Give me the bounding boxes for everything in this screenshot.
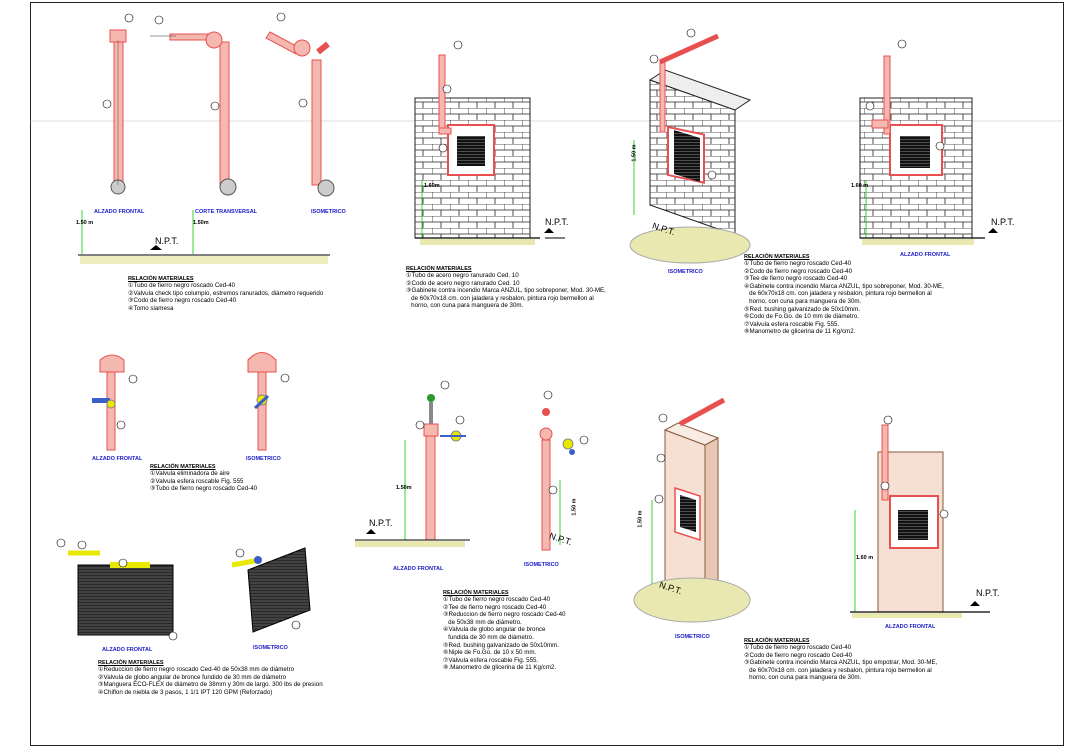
materials-item: ③Reduccion de fierro negro roscado Ced-4… <box>443 611 566 619</box>
materials-title: RELACIÓN MATERIALES <box>128 276 194 282</box>
cabinet-wall-isometric <box>629 33 752 264</box>
materials-item: ②Codo de fierro negro roscado Ced-40 <box>744 651 853 659</box>
materials-item: ①Tubo de fierro negro roscado Ced-40 <box>744 644 852 651</box>
materials-list-7: RELACIÓN MATERIALES ①Tubo de fierro negr… <box>744 638 937 682</box>
materials-item: ④Chiflon de niebla de 3 pasos, 1 1/1 IPT… <box>98 688 273 696</box>
caption-isometrico-4: ISOMETRICO <box>524 562 559 568</box>
caption-isometrico-2: ISOMETRICO <box>668 269 703 275</box>
materials-item: ⑦Valvula esfera roscable Fig. 555. <box>443 656 539 664</box>
materials-title: RELACIÓN MATERIALES <box>406 266 472 272</box>
materials-item: ①Tubo de fierro negro roscado Ced-40 <box>744 260 852 267</box>
cabinet-recessed-elevation <box>850 424 990 618</box>
materials-item: ③Tee de fierro negro roscado Ced-40 <box>744 275 848 283</box>
npt-label-4: N.P.T. <box>991 217 1015 227</box>
materials-item: ⑥Codo de Fo.Go. de 10 mm de diámetro. <box>744 313 859 321</box>
item-bubbles <box>56 12 949 641</box>
dimension-label-1: 1.50 m <box>76 220 94 226</box>
materials-list-5: RELACIÓN MATERIALES ①Tubo de fierro negr… <box>443 590 566 672</box>
caption-alzado-frontal-3: ALZADO FRONTAL <box>92 456 143 462</box>
materials-item: horno, con cuna para manguera de 30m. <box>744 297 862 305</box>
materials-item: ⑧Manometro de glicerina de 11 Kg/cm2. <box>744 328 856 336</box>
materials-item: ⑥Niple de Fo.Go. de 10 x 50 mm. <box>443 649 537 657</box>
materials-item: de 60x70x18 cm. con jaladera y resbalon,… <box>744 666 932 674</box>
materials-item: fundida de 30 mm de diámetro. <box>443 633 534 641</box>
pipe-assembly-top-left <box>78 29 335 264</box>
materials-item: ⑦Valvula esfera roscable Fig. 555. <box>744 320 840 328</box>
materials-item: ①Valvula eliminadora de aire <box>150 470 230 477</box>
caption-isometrico-5: ISOMETRICO <box>675 634 710 640</box>
materials-title: RELACIÓN MATERIALES <box>744 638 810 644</box>
materials-title: RELACIÓN MATERIALES <box>150 464 216 470</box>
materials-title: RELACIÓN MATERIALES <box>744 254 810 260</box>
materials-item: ⑤Red. bushing galvanizado de 50x10mm. <box>744 305 860 313</box>
materials-item: horno, con cuna para manguera de 30m. <box>406 302 524 310</box>
caption-alzado-frontal-2: ALZADO FRONTAL <box>900 252 951 258</box>
materials-item: ①Tubo de acero negro ranurado Ced. 10 <box>406 272 519 279</box>
materials-item: ②Valvula esfera roscable Fig. 555 <box>150 477 244 485</box>
caption-alzado-frontal-4: ALZADO FRONTAL <box>393 566 444 572</box>
caption-alzado-frontal-1: ALZADO FRONTAL <box>94 209 145 215</box>
materials-item: ②Valvula de globo angular de bronce fund… <box>98 673 287 681</box>
materials-item: ④Valvula de globo angular de bronce <box>443 626 546 634</box>
materials-item: ③Codo de fierro negro roscado Ced-40 <box>128 297 237 305</box>
materials-list-3: RELACIÓN MATERIALES ①Tubo de fierro negr… <box>744 254 944 336</box>
manometer-riser <box>355 394 575 551</box>
npt-label-2: N.P.T. <box>545 217 569 227</box>
materials-item: ②Valvula check tipo columpio, estremos r… <box>128 289 324 297</box>
materials-item: ①Tubo de fierro negro roscado Ced-40 <box>443 596 551 603</box>
materials-item: ①Tubo de fierro negro roscado Ced-40 <box>128 282 236 289</box>
materials-item: de 50x38 mm de diámetro. <box>443 618 522 626</box>
materials-item: ②Codo de fierro negro roscado Ced-40 <box>744 267 853 275</box>
dimension-label-2: 1.50m <box>193 220 209 226</box>
dimension-label-8: 1.50 m <box>637 510 644 528</box>
materials-item: ②Tee de fierro negro roscado Ced-40 <box>443 603 547 611</box>
materials-title: RELACIÓN MATERIALES <box>98 660 164 666</box>
materials-item: de 60x70x18 cm. con jaladera y resbalon,… <box>406 294 594 302</box>
dimension-label-5: 1.60 m <box>851 183 869 189</box>
caption-isometrico-6: ISOMETRICO <box>253 645 288 651</box>
caption-isometrico-1: ISOMETRICO <box>311 209 346 215</box>
materials-item: ③Manguera ECO-FLEX de diámetro de 38mm y… <box>98 681 323 689</box>
materials-list-6: RELACIÓN MATERIALES ①Reduccion de fierro… <box>98 660 323 696</box>
materials-list-1: RELACIÓN MATERIALES ①Tubo de fierro negr… <box>128 276 323 312</box>
dimension-label-3: 1.60m <box>424 183 440 189</box>
npt-label-5: N.P.T. <box>369 518 393 528</box>
hose-reel-assembly <box>68 547 311 636</box>
npt-label-1: N.P.T. <box>155 236 179 246</box>
materials-item: horno, con cuna para manguera de 30m. <box>744 674 862 682</box>
sheet-border <box>30 2 1064 746</box>
materials-item: ①Reduccion de fierro negro roscado Ced-4… <box>98 666 295 673</box>
materials-title: RELACIÓN MATERIALES <box>443 590 509 596</box>
cabinet-column-isometric <box>633 397 751 623</box>
materials-item: ③Gabinete contra incendio Marca ANZUL, t… <box>744 659 938 667</box>
materials-list-2: RELACIÓN MATERIALES ①Tubo de acero negro… <box>406 266 606 310</box>
materials-item: ④Tomo siamesa <box>128 304 174 312</box>
air-valve-assembly <box>92 352 277 451</box>
dimension-label-6: 1.50m <box>396 485 412 491</box>
dimension-label-4: 1.50 m <box>631 144 638 162</box>
cabinet-wall-elevation <box>414 54 565 245</box>
materials-item: ③Gabinete contra incendio Marca ANZUL, t… <box>406 287 606 295</box>
materials-list-4: RELACIÓN MATERIALES ①Valvula eliminadora… <box>150 464 257 493</box>
cabinet-wall-elevation-right <box>859 55 998 245</box>
npt-label-8: N.P.T. <box>976 588 1000 598</box>
caption-isometrico-3: ISOMETRICO <box>246 456 281 462</box>
caption-corte-transversal: CORTE TRANSVERSAL <box>195 209 258 215</box>
materials-item: ②Codo de acero negro ranurado Ced. 10 <box>406 279 520 287</box>
materials-item: ⑧.Manometro de glicerina de 11 Kg/cm2. <box>443 664 557 672</box>
materials-item: de 60x70x18 cm. con jaladera y resbalon,… <box>744 290 932 298</box>
dimension-label-9: 1.60 m <box>856 555 874 561</box>
materials-item: ⑤Red. bushing galvanizado de 50x10mm. <box>443 641 559 649</box>
materials-item: ③Tubo de fierro negro roscado Ced-40 <box>150 485 258 493</box>
materials-item: ④Gabinete contra incendio Marca ANZUL, t… <box>744 282 944 290</box>
caption-alzado-frontal-5: ALZADO FRONTAL <box>885 624 936 630</box>
caption-alzado-frontal-6: ALZADO FRONTAL <box>102 647 153 653</box>
dimension-label-7: 1.50 m <box>571 498 578 516</box>
